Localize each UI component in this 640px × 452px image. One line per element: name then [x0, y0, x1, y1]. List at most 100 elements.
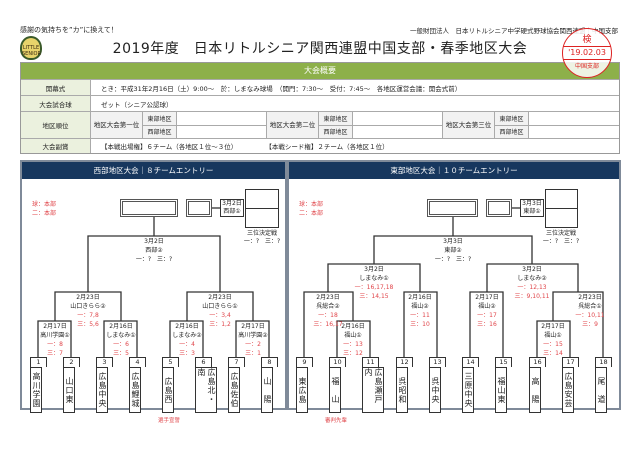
- match-venue: しまなみ②: [517, 275, 547, 282]
- rank-1-west: 西部地区: [143, 125, 177, 138]
- ball-label: 大会試合球: [21, 96, 91, 111]
- match-venue: 高川学園①: [40, 332, 70, 339]
- east-legend-1: 球：本部: [299, 201, 324, 208]
- match-date: 3月3日: [443, 238, 463, 245]
- east-upper-lines: [327, 217, 579, 292]
- rank-1-east: 東部地区: [143, 112, 177, 125]
- first-base-umpire: 一：2: [245, 341, 261, 348]
- rank-2-east: 東部地区: [319, 112, 353, 125]
- ball-row: 大会試合球ゼット（シニア公認球）: [21, 95, 619, 111]
- east-third-umps: 一：? 三：?: [542, 238, 580, 245]
- team-number: 10: [329, 357, 346, 367]
- west-title: 西部地区大会｜８チームエントリー: [22, 162, 285, 179]
- team-name: 呉昭和: [396, 367, 408, 413]
- east-third-slot-2: [545, 208, 578, 228]
- east-third-label: 三位決定戦: [545, 230, 576, 237]
- match-venue: 福山①: [344, 332, 362, 339]
- match-date: 3月2日: [364, 266, 384, 273]
- match-venue: 福山②: [411, 303, 429, 310]
- third-base-umpire: 三：5,6: [77, 321, 99, 328]
- team-name: 高 陽: [529, 367, 541, 413]
- prize-2: 【本戦シード権】２チーム（各地区１位）: [265, 143, 389, 151]
- first-base-umpire: 一：8: [47, 341, 63, 348]
- team-name: 東広島: [296, 367, 308, 413]
- match-venue: 山口きらら①: [202, 303, 238, 310]
- team-name: 福山東: [495, 367, 507, 413]
- rank-2-west-slot: [353, 125, 443, 138]
- team-number: 8: [261, 357, 278, 367]
- third-base-umpire: 三：16,17: [313, 321, 343, 328]
- rank-1-west-slot: [177, 125, 267, 138]
- team-number: 12: [396, 357, 413, 367]
- team-number: 3: [96, 357, 113, 367]
- prize-row: 大会副賞【本戦出場権】６チーム（各地区１位～３位）【本戦シード権】２チーム（各地…: [21, 138, 619, 153]
- third-base-umpire: 三：14,15: [359, 293, 389, 300]
- east-runnerup-box: [486, 199, 512, 217]
- match-umpires: 一：? 三：?: [135, 256, 173, 263]
- match-date: 2月17日: [43, 323, 67, 330]
- match-date: 2月16日: [408, 294, 432, 301]
- first-base-umpire: 一：10,11: [575, 312, 605, 319]
- match-venue: しまなみ①: [359, 275, 389, 282]
- team-name: 呉中央: [429, 367, 441, 413]
- west-third-label: 三位決定戦: [246, 230, 277, 237]
- third-base-umpire: 三：5: [113, 350, 129, 357]
- team-number: 9: [296, 357, 313, 367]
- rank-2: 地区大会第二位東部地区西部地区: [267, 112, 443, 138]
- east-third-date: 3月3日: [522, 200, 542, 207]
- first-base-umpire: 一：16,17,18: [354, 284, 394, 291]
- east-champion-box: [427, 199, 478, 217]
- team-name: 山口東: [63, 367, 75, 413]
- rank-label: 地区順位: [21, 112, 91, 138]
- team-number: 6: [195, 357, 212, 367]
- east-legend-2: 二：本部: [299, 210, 324, 217]
- overview-table: 大会概要 開幕式とき：平成31年2月16日（土）9:00～ 於：しまなみ球場 （…: [20, 62, 620, 154]
- team-name: 広島中央: [96, 367, 108, 413]
- team-name: 三原中央: [462, 367, 474, 413]
- third-base-umpire: 三：9: [582, 321, 598, 328]
- team-number: 1: [30, 357, 47, 367]
- league-logo: LITTLE SENIOR: [20, 36, 42, 60]
- team-name: 広島北・南: [195, 367, 217, 413]
- east-legend: 球：本部二：本部: [299, 200, 323, 218]
- team-number: 16: [529, 357, 546, 367]
- rank-3-label: 地区大会第三位: [443, 112, 495, 138]
- match-venue: 福山①: [544, 332, 562, 339]
- stamp-date: '19.02.03: [563, 46, 611, 60]
- rank-2-east-slot: [353, 112, 443, 125]
- east-third-slot-1: [545, 189, 578, 209]
- match-date: 2月17日: [541, 323, 565, 330]
- west-third-umps: 一：? 三：?: [243, 238, 281, 245]
- first-base-umpire: 一：3,4: [209, 312, 231, 319]
- team-name: 広島鯉城: [129, 367, 141, 413]
- west-third-match: 3月2日西部①: [220, 199, 244, 217]
- third-base-umpire: 三：9,10,11: [514, 293, 550, 300]
- west-legend: 球：本部二：本部: [32, 200, 56, 218]
- rank-3-east: 東部地区: [495, 112, 529, 125]
- team-name: 山 陽: [261, 367, 273, 413]
- third-base-umpire: 三：12: [343, 350, 363, 357]
- team-number: 18: [595, 357, 612, 367]
- east-note: 審判先輩: [325, 418, 348, 424]
- match-venue: 福山②: [478, 303, 496, 310]
- team-number: 4: [129, 357, 146, 367]
- stamp-bottom: 中国支部: [574, 63, 599, 70]
